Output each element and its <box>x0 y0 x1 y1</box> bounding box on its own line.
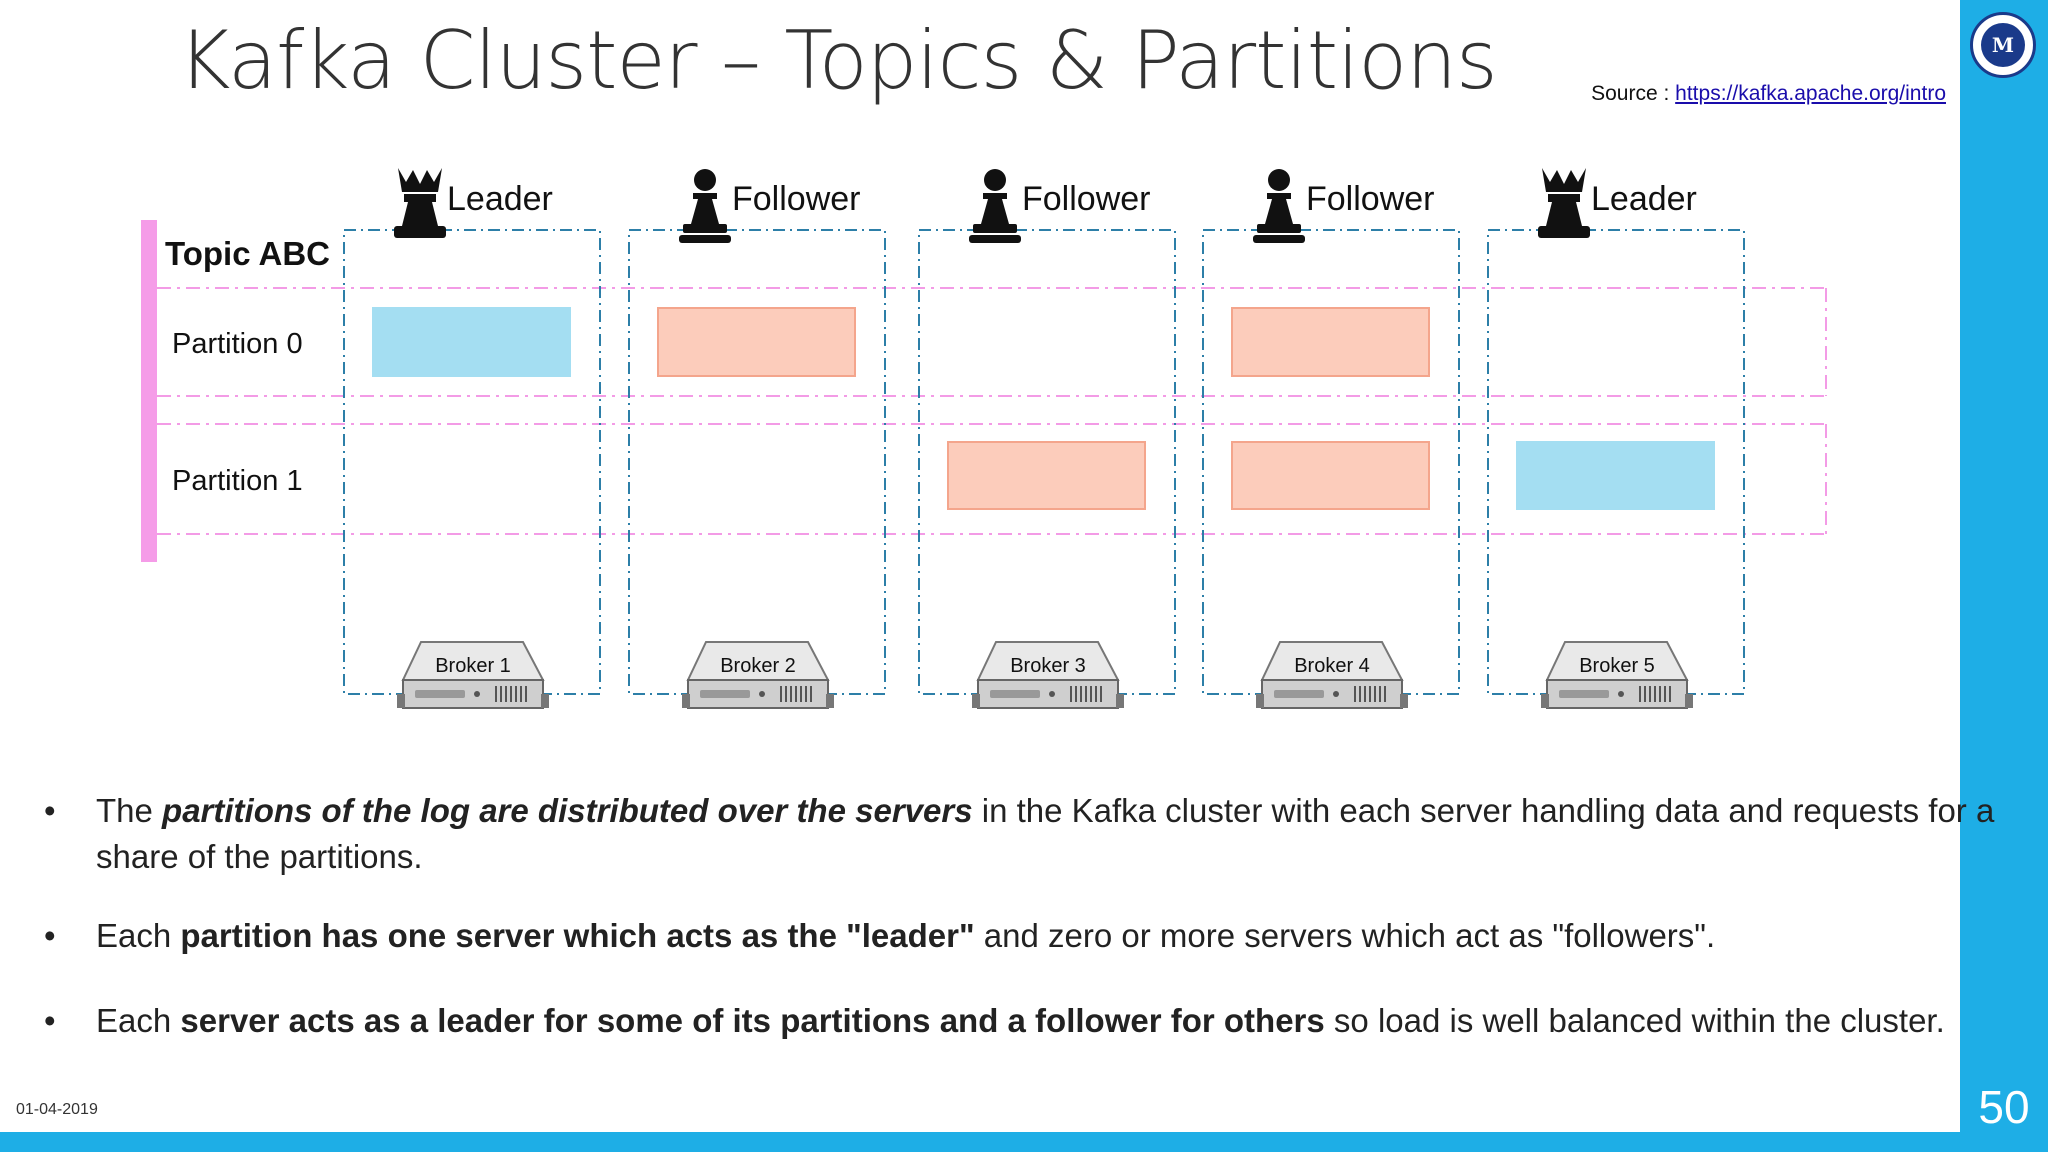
bullet-text-part: partitions of the log are distributed ov… <box>162 792 973 829</box>
broker-role-label: Follower <box>1306 180 1434 218</box>
broker-name: Broker 4 <box>1294 655 1370 677</box>
server-icon: Broker 4 <box>1256 641 1408 709</box>
server-icon: Broker 2 <box>682 641 834 709</box>
bullet-dot: • <box>44 917 56 954</box>
broker-name: Broker 1 <box>435 655 511 677</box>
chess-pawn-icon <box>679 169 731 243</box>
broker-box <box>628 229 886 695</box>
source-link[interactable]: https://kafka.apache.org/intro <box>1675 82 1946 105</box>
broker-role-label: Follower <box>732 180 860 218</box>
bullet-text-part: The <box>96 792 163 829</box>
chess-king-icon <box>1538 168 1590 238</box>
broker-box <box>343 229 601 695</box>
broker-name: Broker 3 <box>1010 655 1086 677</box>
broker-role-label: Leader <box>1591 180 1697 218</box>
institution-logo: M <box>1970 12 2036 78</box>
partition-label: Partition 1 <box>172 465 303 497</box>
partition-replica-leader <box>372 307 571 377</box>
topic-label: Topic ABC <box>165 235 330 272</box>
bullet-dot: • <box>44 792 56 829</box>
server-icon: Broker 3 <box>972 641 1124 709</box>
bullet-text-part: Each <box>96 917 181 954</box>
bullet-text-part: partition has one server which acts as t… <box>180 917 975 954</box>
chess-pawn-icon <box>1253 169 1305 243</box>
partition-replica-follower <box>947 441 1146 510</box>
partition-replica-leader <box>1516 441 1715 510</box>
server-icon: Broker 5 <box>1541 641 1693 709</box>
broker-role-label: Follower <box>1022 180 1150 218</box>
server-icon: Broker 1 <box>397 641 549 709</box>
chess-pawn-icon <box>969 169 1021 243</box>
partition-replica-follower <box>657 307 856 377</box>
partition-label: Partition 0 <box>172 328 303 360</box>
chess-king-icon <box>394 168 446 238</box>
broker-name: Broker 2 <box>720 655 796 677</box>
source-label: Source : <box>1591 82 1676 105</box>
bullet-text-part: Each <box>96 1002 181 1039</box>
page-number: 50 <box>1978 1081 2030 1133</box>
bullet-dot: • <box>44 1002 56 1039</box>
bullet-text: The partitions of the log are distribute… <box>96 788 2048 880</box>
bullet-text-part: server acts as a leader for some of its … <box>180 1002 1325 1039</box>
broker-role-label: Leader <box>447 180 553 218</box>
bullet-text: Each server acts as a leader for some of… <box>96 998 2048 1044</box>
source-citation: Source : https://kafka.apache.org/intro <box>1591 82 1946 106</box>
logo-letter: M <box>1981 23 2025 67</box>
partition-replica-follower <box>1231 441 1430 510</box>
broker-name: Broker 5 <box>1579 655 1655 677</box>
right-accent-bar <box>1960 0 2048 1152</box>
bottom-accent-bar <box>0 1132 2048 1152</box>
slide-title: Kafka Cluster – Topics & Partitions <box>178 14 1498 107</box>
bullet-text: Each partition has one server which acts… <box>96 913 2048 959</box>
partition-replica-follower <box>1231 307 1430 377</box>
topic-bar <box>141 220 157 562</box>
bullet-text-part: so load is well balanced within the clus… <box>1324 1002 1945 1039</box>
bullet-text-part: in the Kafka cluster with each server ha… <box>96 792 1995 875</box>
slide-date: 01-04-2019 <box>16 1101 98 1118</box>
bullet-text-part: and zero or more servers which act as "f… <box>974 917 1716 954</box>
